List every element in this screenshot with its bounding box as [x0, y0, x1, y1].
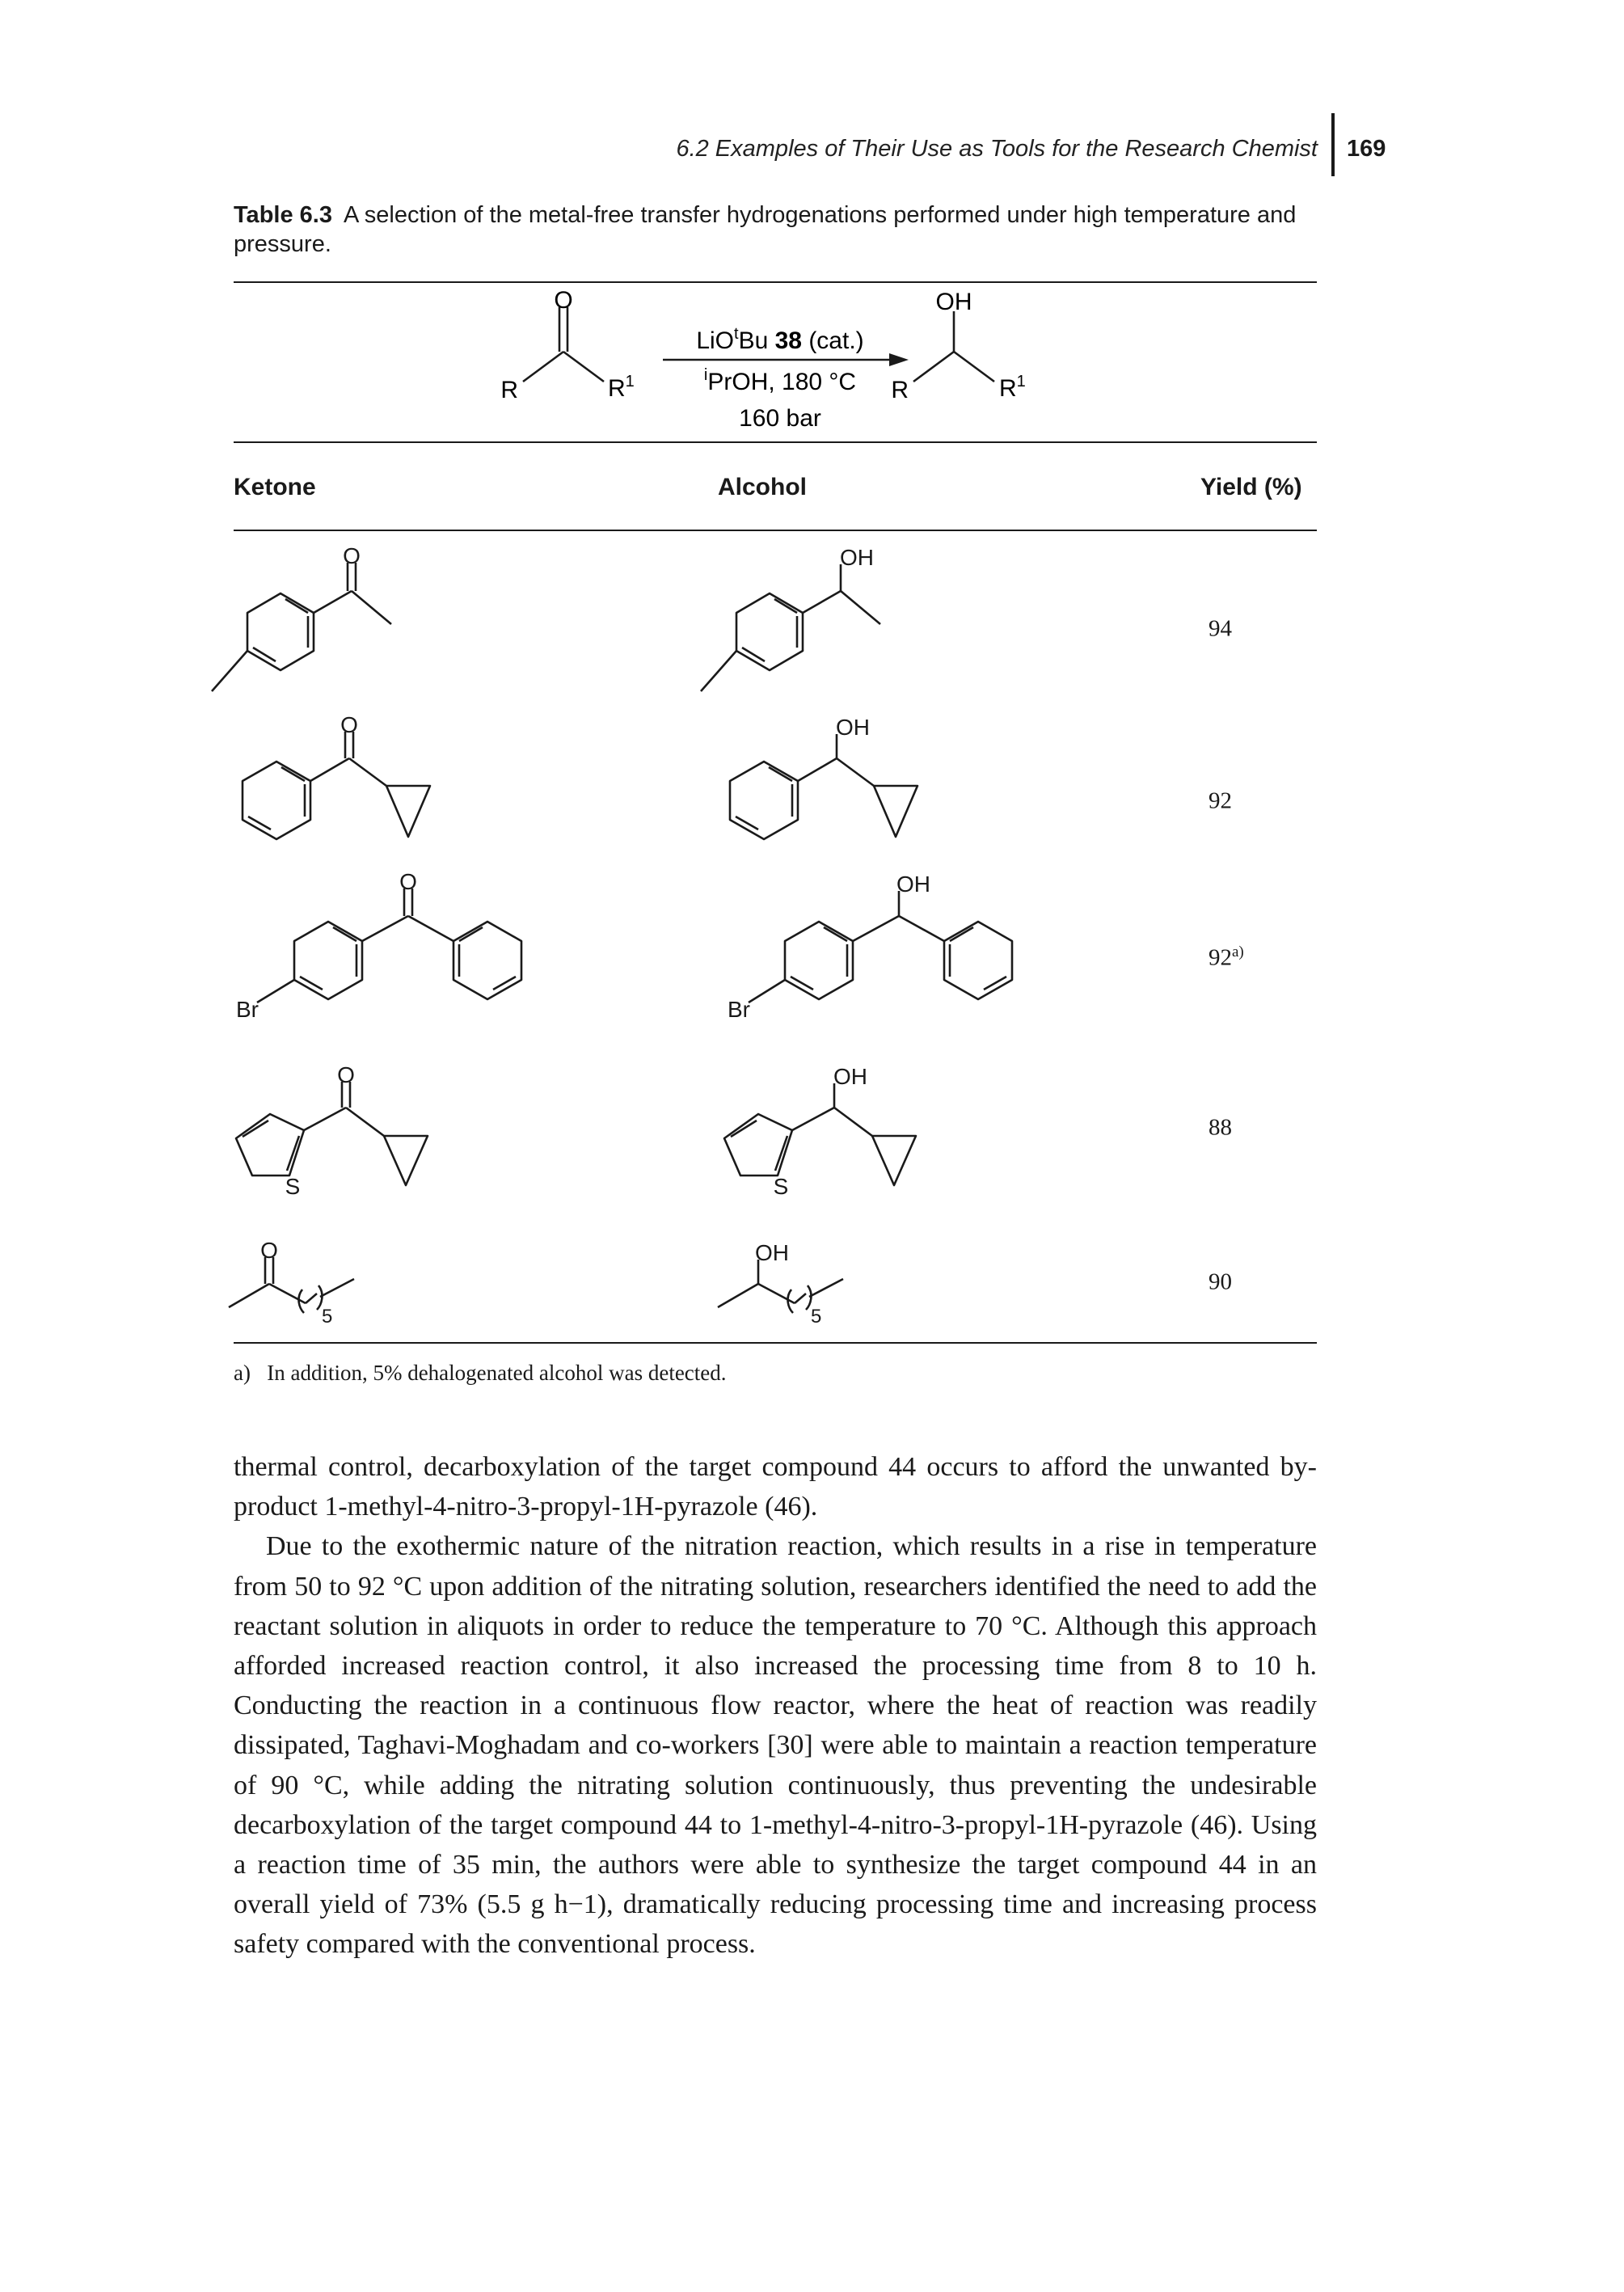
ketone-2-structure — [241, 732, 432, 841]
scheme-condition-solvent: iPrOH, 180 °C — [704, 366, 856, 395]
alcohol-3-oh: OH — [896, 872, 930, 897]
alcohol-2-structure — [728, 734, 919, 841]
scheme-product-r1: R1 — [999, 373, 1026, 402]
alcohol-4-s: S — [774, 1174, 789, 1199]
alcohol-2-oh: OH — [836, 715, 870, 740]
reaction-scheme: O R R1 OH R R1 LiOtBu 38 (cat.) iPrOH, 1… — [500, 287, 1026, 432]
page-number: 169 — [1347, 136, 1386, 162]
ketone-1-structure — [211, 563, 392, 692]
scheme-reactant-o: O — [554, 287, 572, 314]
yield-row-3: 92a) — [1209, 943, 1244, 971]
alcohol-4-structure — [723, 1083, 917, 1187]
ketone-1-o: O — [343, 543, 361, 568]
yield-row-1: 94 — [1209, 615, 1232, 642]
scheme-reactant-r: R — [500, 377, 518, 403]
alcohol-3-br: Br — [728, 997, 750, 1022]
scheme-reactant-r1: R1 — [608, 373, 635, 402]
yield-row-2: 92 — [1209, 787, 1232, 814]
table-caption-text: A selection of the metal-free transfer h… — [234, 202, 1297, 257]
yield-row-4: 88 — [1209, 1114, 1232, 1141]
running-head-divider — [1331, 113, 1335, 176]
ketone-4-s: S — [285, 1174, 301, 1199]
ketone-5-o: O — [260, 1238, 278, 1263]
column-header-ketone: Ketone — [234, 474, 316, 500]
scheme-product-oh: OH — [936, 289, 972, 315]
structure-drawings: O OH O OH O OH Br Br O OH S S O OH 5 5 — [211, 543, 1014, 1328]
alcohol-5-structure — [717, 1260, 844, 1314]
ketone-5-structure — [228, 1257, 355, 1314]
ketone-3-o: O — [399, 869, 417, 894]
alcohol-5-oh: OH — [755, 1240, 789, 1265]
body-text: thermal control, decarboxylation of the … — [234, 1447, 1317, 1965]
scheme-condition-pressure: 160 bar — [739, 405, 821, 432]
scheme-condition-catalyst: LiOtBu 38 (cat.) — [696, 325, 863, 354]
alcohol-3-structure — [748, 891, 1014, 1004]
table-top-rule — [234, 281, 1317, 283]
ketone-4-o: O — [337, 1062, 355, 1087]
header-bottom-rule — [234, 530, 1317, 531]
paragraph-1: thermal control, decarboxylation of the … — [234, 1452, 1317, 1522]
ketone-2-o: O — [340, 712, 358, 737]
table-label: Table 6.3 — [234, 202, 332, 228]
table-footnote: a) In addition, 5% dehalogenated alcohol… — [234, 1361, 727, 1385]
ketone-3-br: Br — [236, 997, 259, 1022]
ketone-3-structure — [256, 889, 523, 1004]
yield-row-5: 90 — [1209, 1268, 1232, 1295]
table-bottom-rule — [234, 1342, 1317, 1344]
paragraph-2: Due to the exothermic nature of the nitr… — [234, 1531, 1317, 1960]
column-header-alcohol: Alcohol — [718, 474, 807, 500]
scheme-bottom-rule — [234, 441, 1317, 443]
alcohol-1-oh: OH — [840, 545, 874, 570]
ketone-4-structure — [234, 1082, 429, 1187]
alcohol-5-subscript: 5 — [811, 1306, 821, 1328]
alcohol-1-structure — [700, 564, 881, 692]
ketone-5-subscript: 5 — [322, 1306, 332, 1328]
scheme-product-r: R — [891, 377, 909, 403]
column-header-yield: Yield (%) — [1200, 474, 1302, 500]
running-head-title: 6.2 Examples of Their Use as Tools for t… — [676, 136, 1318, 162]
alcohol-4-oh: OH — [833, 1064, 867, 1089]
